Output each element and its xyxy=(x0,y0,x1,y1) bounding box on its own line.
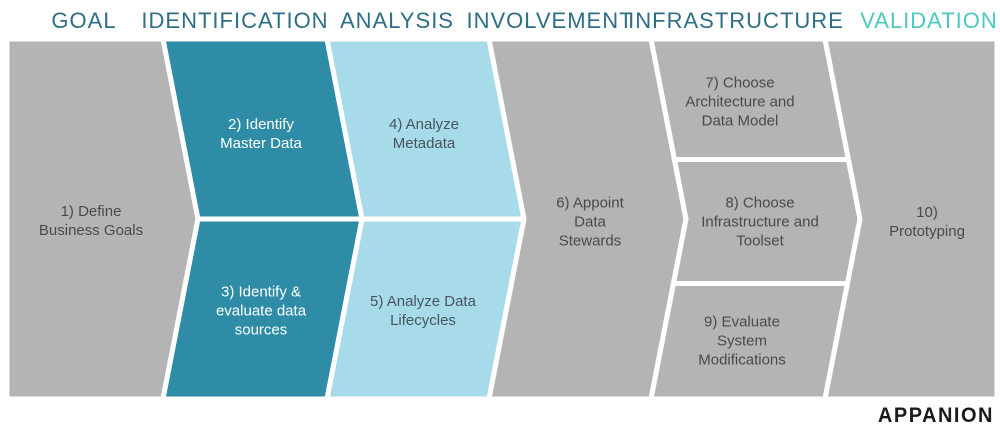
step-label-7: 7) Choose Architecture and Data Model xyxy=(685,74,795,130)
step-label-1: 1) Define Business Goals xyxy=(38,203,144,239)
step-label-2: 2) Identify Master Data xyxy=(220,116,302,152)
step-label-5: 5) Analyze Data Lifecycles xyxy=(370,293,476,329)
step-label-10: 10) Prototyping xyxy=(889,204,965,240)
chevron-step-10 xyxy=(821,36,1000,402)
step-label-6: 6) Appoint Data Stewards xyxy=(556,194,624,250)
brand-logo: APPANION xyxy=(877,404,994,428)
phase-label-goal: GOAL xyxy=(51,8,117,33)
phase-label-validation: VALIDATION xyxy=(860,8,998,33)
phase-label-involvement: INVOLVEMENT xyxy=(466,8,634,33)
step-label-9: 9) Evaluate System Modifications xyxy=(698,313,786,369)
step-label-3: 3) Identify & evaluate data sources xyxy=(215,283,307,339)
phase-label-identification: IDENTIFICATION xyxy=(141,8,329,33)
phase-label-infrastructure: INFRASTRUCTURE xyxy=(628,8,844,33)
phase-label-analysis: ANALYSIS xyxy=(340,8,454,33)
step-label-8: 8) Choose Infrastructure and Toolset xyxy=(701,194,819,250)
step-label-4: 4) Analyze Metadata xyxy=(388,116,460,152)
